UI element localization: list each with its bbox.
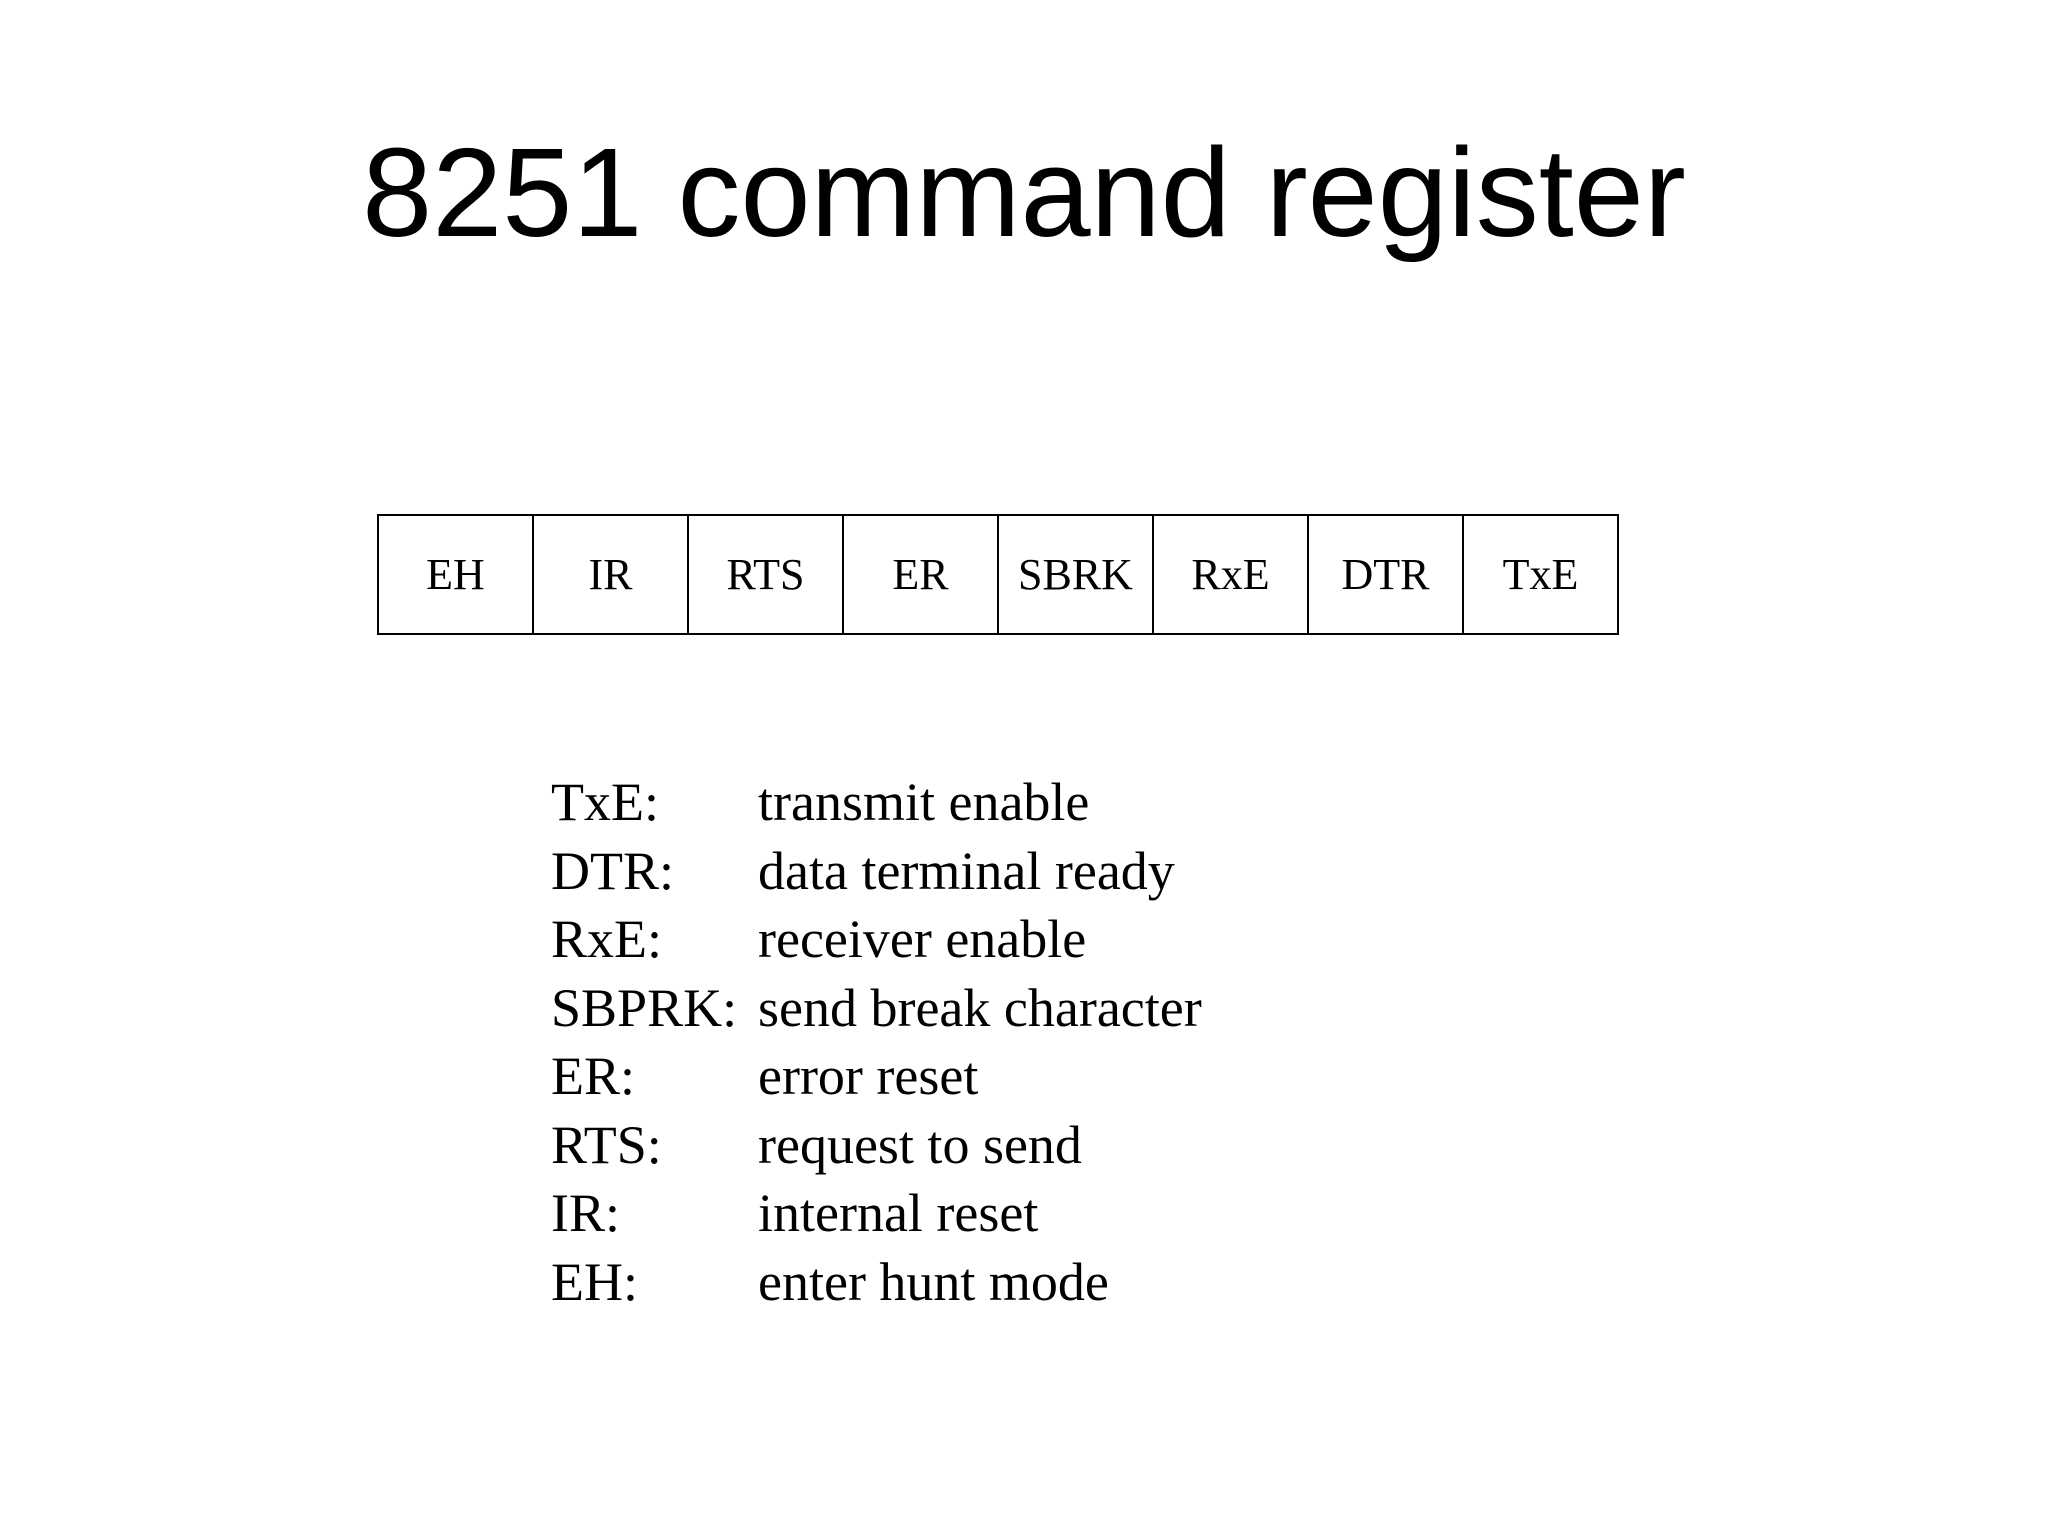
legend-desc: transmit enable — [758, 772, 1090, 832]
register-bit-ir: IR — [534, 516, 689, 633]
command-register-diagram: EH IR RTS ER SBRK RxE DTR TxE — [377, 514, 1619, 635]
legend-row-sbprk: SBPRK: send break character — [551, 974, 1202, 1043]
register-bit-txe: TxE — [1502, 550, 1579, 599]
legend-desc: enter hunt mode — [758, 1251, 1109, 1312]
legend-desc: error reset — [758, 1046, 979, 1106]
register-bit-sbrk: SBRK — [999, 516, 1154, 633]
legend-row-ir: IR: internal reset — [551, 1179, 1202, 1248]
legend-abbr: EH: — [551, 1251, 638, 1312]
legend-abbr: RxE: — [551, 909, 663, 969]
legend-abbr: RTS: — [551, 1114, 662, 1175]
register-bit-eh: EH — [379, 516, 534, 633]
slide-title: 8251 command register — [362, 122, 1686, 263]
register-bit-dtr: DTR — [1309, 516, 1464, 633]
legend-row-rxe: RxE: receiver enable — [551, 905, 1202, 974]
legend-abbr: TxE: — [551, 772, 659, 832]
legend-abbr: IR: — [551, 1183, 621, 1243]
legend-row-dtr: DTR: data terminal ready — [551, 837, 1202, 906]
bit-legend: TxE: transmit enable DTR: data terminal … — [551, 768, 1202, 1316]
legend-abbr: DTR: — [551, 840, 675, 901]
legend-row-er: ER: error reset — [551, 1042, 1202, 1111]
legend-abbr: ER: — [551, 1046, 636, 1106]
legend-desc: data terminal ready — [758, 840, 1175, 901]
register-bit-rxe: RxE — [1154, 516, 1309, 633]
legend-desc: request to send — [758, 1114, 1082, 1175]
legend-row-rts: RTS: request to send — [551, 1111, 1202, 1180]
legend-desc: receiver enable — [758, 909, 1087, 969]
register-bit-rts: RTS — [689, 516, 844, 633]
register-bit-er: ER — [844, 516, 999, 633]
legend-desc: internal reset — [758, 1183, 1039, 1243]
legend-row-eh: EH: enter hunt mode — [551, 1248, 1202, 1317]
legend-row-txe: TxE: transmit enable — [551, 768, 1202, 837]
legend-desc: send break character — [758, 977, 1202, 1038]
legend-abbr: SBPRK: — [551, 977, 738, 1038]
